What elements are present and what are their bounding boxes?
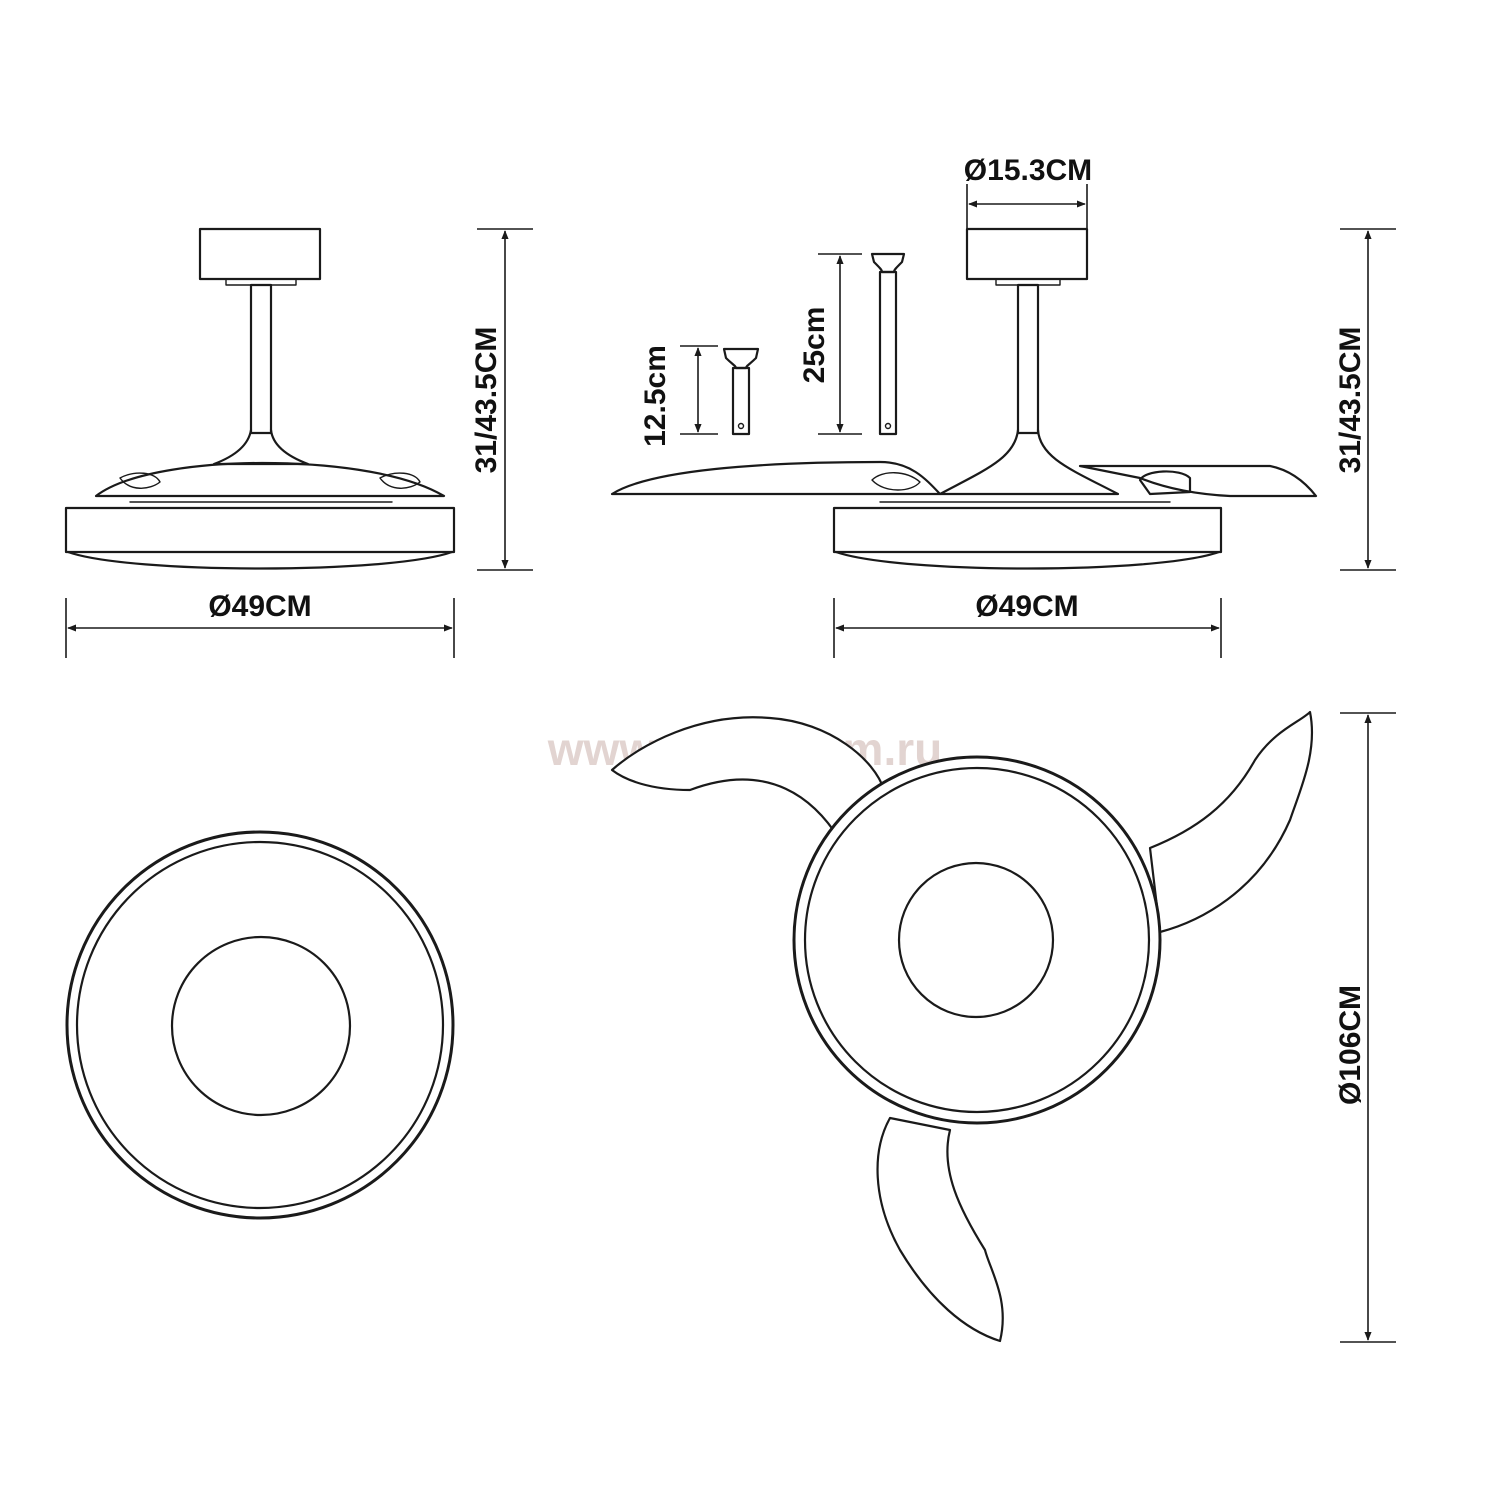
diffuser-curve bbox=[834, 550, 1221, 570]
rod-short-body bbox=[731, 366, 751, 436]
blade-slot-right bbox=[379, 472, 421, 489]
blade-hinge bbox=[1138, 470, 1192, 496]
dimension-width-right: Ø49CM bbox=[833, 590, 1222, 658]
motor-housing bbox=[212, 428, 310, 466]
left-blade-extended bbox=[610, 460, 942, 496]
downrod bbox=[249, 283, 273, 435]
rod-short bbox=[722, 347, 760, 436]
canopy bbox=[198, 227, 322, 281]
blade-right bbox=[1148, 710, 1314, 934]
diameter-label-right: Ø49CM bbox=[975, 590, 1078, 623]
dimension-blade-span: Ø106CM bbox=[1334, 712, 1396, 1343]
side-view-open bbox=[610, 227, 1318, 570]
blade-slot-left bbox=[119, 472, 161, 489]
canopy-label: Ø15.3CM bbox=[964, 154, 1092, 187]
rod-long-body bbox=[878, 270, 898, 436]
bottom-view-open bbox=[610, 710, 1314, 1343]
right-blade-extended bbox=[1078, 464, 1318, 498]
folded-blades bbox=[94, 461, 446, 498]
inner-ring bbox=[803, 766, 1151, 1114]
diameter-label-left: Ø49CM bbox=[208, 590, 311, 623]
canopy bbox=[965, 227, 1089, 281]
rod-long-hole bbox=[884, 422, 892, 430]
inner-ring bbox=[75, 840, 445, 1210]
outer-ring bbox=[792, 755, 1162, 1125]
height-label-right: 31/43.5CM bbox=[1334, 327, 1367, 474]
dimension-canopy: Ø15.3CM bbox=[964, 154, 1092, 228]
height-label-left: 31/43.5CM bbox=[470, 327, 503, 474]
dimension-long-rod: 25cm bbox=[798, 253, 862, 435]
outer-ring bbox=[65, 830, 455, 1220]
motor-housing bbox=[938, 428, 1120, 496]
dimension-height-right: 31/43.5CM bbox=[1334, 228, 1396, 571]
center-light bbox=[897, 861, 1055, 1019]
light-body bbox=[64, 506, 456, 554]
dimension-height-left: 31/43.5CM bbox=[470, 228, 533, 571]
rod-long bbox=[870, 252, 906, 436]
short-rod-label: 12.5cm bbox=[639, 345, 672, 447]
light-body bbox=[832, 506, 1223, 554]
center-light bbox=[170, 935, 352, 1117]
blade-span-label: Ø106CM bbox=[1334, 985, 1367, 1105]
downrod bbox=[1016, 283, 1040, 435]
dimension-width-left: Ø49CM bbox=[65, 590, 455, 658]
rod-long-cap bbox=[870, 252, 906, 274]
dimension-short-rod: 12.5cm bbox=[639, 345, 718, 447]
bottom-view-closed bbox=[65, 830, 455, 1220]
rod-short-hole bbox=[737, 422, 745, 430]
blade-bottom bbox=[876, 1116, 1004, 1343]
rod-short-cap bbox=[722, 347, 760, 370]
long-rod-label: 25cm bbox=[798, 307, 831, 384]
blade-top-left bbox=[610, 716, 886, 842]
left-blade-slot bbox=[871, 472, 921, 491]
diffuser-curve bbox=[66, 550, 454, 570]
side-view-closed bbox=[64, 227, 456, 570]
